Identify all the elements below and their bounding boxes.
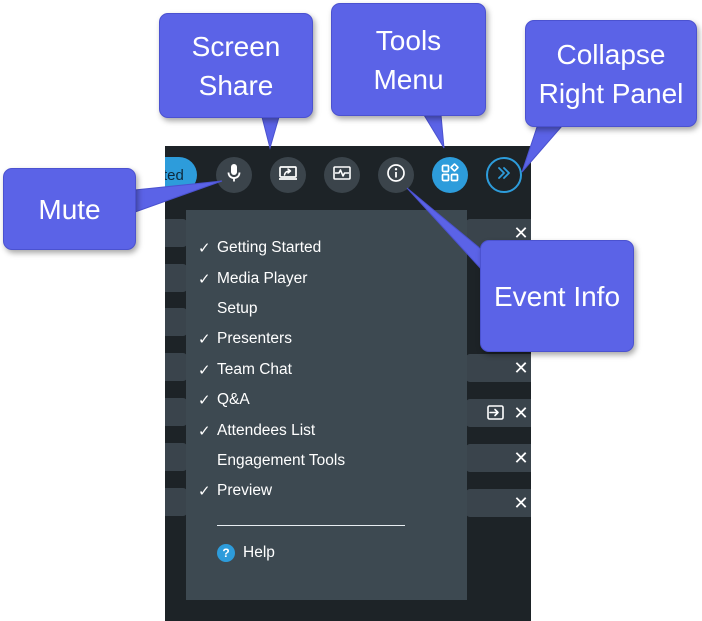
exit-panel-icon[interactable] bbox=[486, 404, 506, 422]
menu-item-qa[interactable]: ✓ Q&A bbox=[186, 390, 467, 418]
checkmark-icon: ✓ bbox=[198, 392, 211, 409]
mute-callout: Mute bbox=[3, 168, 136, 250]
checkmark-icon: ✓ bbox=[198, 240, 211, 257]
microphone-icon bbox=[225, 163, 243, 188]
tools-menu-dropdown: ✓ Getting Started ✓ Media Player Setup ✓… bbox=[186, 210, 467, 600]
menu-divider bbox=[217, 525, 405, 526]
event-info-callout: Event Info bbox=[480, 240, 634, 352]
menu-item-label: Engagement Tools bbox=[217, 452, 346, 469]
panel-row bbox=[165, 308, 187, 336]
menu-item-label: Media Player bbox=[217, 270, 308, 287]
panel-row bbox=[466, 354, 531, 382]
menu-item-preview[interactable]: ✓ Preview bbox=[186, 481, 467, 509]
menu-item-presenters[interactable]: ✓ Presenters bbox=[186, 329, 467, 357]
menu-item-label: Q&A bbox=[217, 391, 250, 408]
menu-item-engagement-tools[interactable]: Engagement Tools bbox=[186, 451, 467, 479]
close-icon[interactable]: ✕ bbox=[513, 448, 529, 468]
info-icon bbox=[386, 163, 406, 188]
panel-row bbox=[165, 488, 187, 516]
menu-item-label: Attendees List bbox=[217, 422, 316, 439]
callout-label: Mute bbox=[38, 193, 101, 225]
panel-row bbox=[165, 353, 187, 381]
menu-item-team-chat[interactable]: ✓ Team Chat bbox=[186, 360, 467, 388]
callout-label: Tools Menu bbox=[373, 24, 444, 95]
close-icon[interactable]: ✕ bbox=[513, 403, 529, 423]
callout-label: Event Info bbox=[493, 280, 621, 312]
close-icon[interactable]: ✕ bbox=[513, 223, 529, 243]
checkmark-icon: ✓ bbox=[198, 271, 211, 288]
tools-menu-pointer bbox=[423, 114, 445, 149]
callout-label: Screen Share bbox=[191, 30, 281, 101]
checkmark-icon: ✓ bbox=[198, 331, 211, 348]
collapse-right-panel-button[interactable] bbox=[486, 157, 522, 193]
menu-item-attendees-list[interactable]: ✓ Attendees List bbox=[186, 421, 467, 449]
screen-share-button[interactable] bbox=[270, 157, 306, 193]
panel-row bbox=[165, 264, 187, 292]
panel-row bbox=[466, 444, 531, 472]
checkmark-icon: ✓ bbox=[198, 362, 211, 379]
menu-item-label: Setup bbox=[217, 300, 258, 317]
tools-menu-callout: Tools Menu bbox=[331, 3, 486, 116]
screen-share-pointer bbox=[261, 116, 280, 150]
help-menu-item[interactable]: Help bbox=[243, 544, 275, 561]
panel-row bbox=[165, 398, 187, 426]
activity-button[interactable] bbox=[324, 157, 360, 193]
activity-icon bbox=[332, 165, 352, 186]
menu-item-getting-started[interactable]: ✓ Getting Started bbox=[186, 238, 467, 266]
panel-row bbox=[165, 219, 187, 247]
checkmark-icon: ✓ bbox=[198, 423, 211, 440]
help-icon[interactable]: ? bbox=[217, 544, 235, 562]
double-chevron-right-icon bbox=[496, 166, 512, 185]
menu-item-label: Presenters bbox=[217, 330, 292, 347]
menu-item-label: Team Chat bbox=[217, 361, 292, 378]
checkmark-icon bbox=[198, 452, 212, 472]
menu-item-setup[interactable]: Setup bbox=[186, 299, 467, 327]
panel-row bbox=[165, 443, 187, 471]
tools-grid-icon bbox=[440, 162, 460, 188]
menu-item-label: Preview bbox=[217, 482, 273, 499]
close-icon[interactable]: ✕ bbox=[513, 493, 529, 513]
panel-row bbox=[466, 489, 531, 517]
screen-share-icon bbox=[278, 165, 298, 186]
checkmark-icon: ✓ bbox=[198, 483, 211, 500]
collapse-right-panel-callout: Collapse Right Panel bbox=[525, 20, 697, 127]
mute-button[interactable] bbox=[216, 157, 252, 193]
event-info-button[interactable] bbox=[378, 157, 414, 193]
screen-share-callout: Screen Share bbox=[159, 13, 313, 118]
tools-menu-button[interactable] bbox=[432, 157, 468, 193]
checkmark-icon bbox=[198, 300, 212, 320]
started-pill-label: ted bbox=[165, 166, 184, 184]
callout-label: Collapse Right Panel bbox=[538, 38, 684, 109]
menu-item-label: Getting Started bbox=[217, 239, 322, 256]
close-icon[interactable]: ✕ bbox=[513, 358, 529, 378]
menu-item-media-player[interactable]: ✓ Media Player bbox=[186, 269, 467, 297]
